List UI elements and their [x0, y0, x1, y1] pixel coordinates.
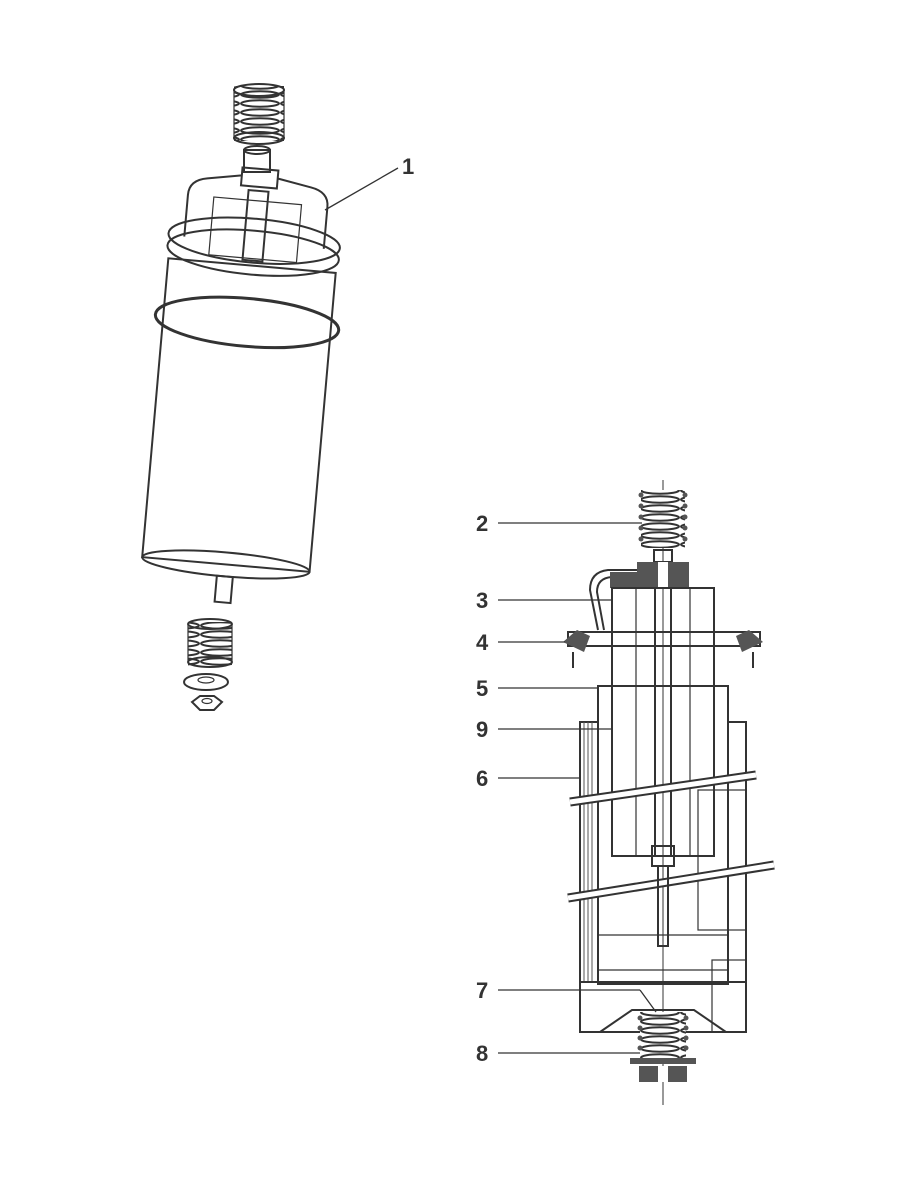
section-bottom-spring [630, 1012, 696, 1064]
section-top-spring [638, 490, 688, 548]
section-break-lines [567, 770, 775, 903]
section-housing [579, 685, 747, 1033]
callout-6: 6 [476, 766, 580, 791]
callout-1-label: 1 [402, 154, 414, 179]
top-shaft-nut [243, 145, 271, 173]
section-view: 2 3 4 5 9 6 7 8 [476, 480, 775, 1105]
callout-6-label: 6 [476, 766, 488, 791]
callout-5: 5 [476, 676, 598, 701]
callout-2: 2 [476, 511, 642, 536]
section-flange [563, 630, 763, 668]
top-spring-part [233, 83, 285, 145]
callout-9-label: 9 [476, 717, 488, 742]
callout-8: 8 [476, 1041, 640, 1066]
callout-7-label: 7 [476, 978, 488, 1003]
bottom-spring-part [187, 618, 233, 668]
section-cap-nut [637, 549, 689, 588]
callout-9: 9 [476, 717, 612, 742]
callout-2-label: 2 [476, 511, 488, 536]
section-bracket [588, 569, 638, 631]
disc-stack [208, 188, 303, 264]
washer-part [183, 673, 229, 691]
callout-7: 7 [476, 978, 657, 1013]
section-lower-shaft [651, 845, 675, 947]
hex-nut-part [190, 695, 224, 711]
filter-cartridge-exploded [141, 166, 341, 605]
exploded-view: 1 [141, 83, 414, 711]
section-bottom-nut [639, 1066, 687, 1082]
section-disc-stack [611, 587, 715, 857]
callout-5-label: 5 [476, 676, 488, 701]
callout-3-label: 3 [476, 588, 488, 613]
callout-4-label: 4 [476, 630, 489, 655]
callout-8-label: 8 [476, 1041, 488, 1066]
callout-4: 4 [476, 630, 565, 655]
callout-3: 3 [476, 588, 612, 613]
callout-1: 1 [324, 154, 414, 211]
